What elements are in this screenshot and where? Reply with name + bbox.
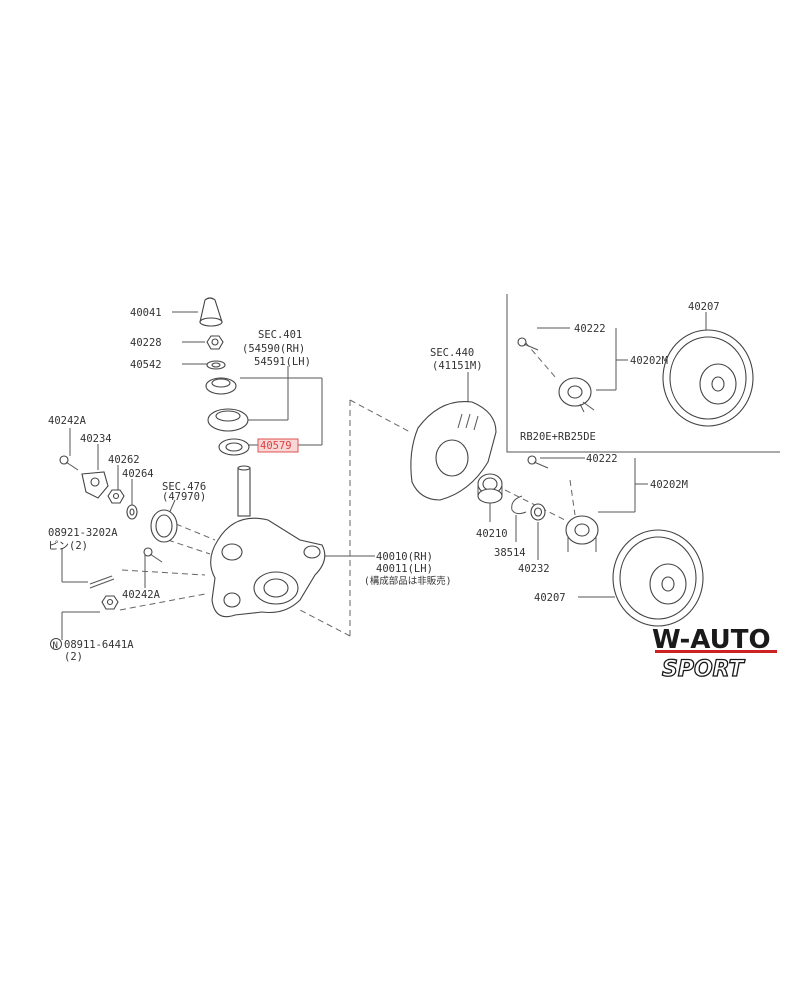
backing-plate-part [410, 400, 497, 501]
knuckle-part [210, 517, 326, 618]
seal-part [218, 438, 250, 456]
callout-40228[interactable]: 40228 [130, 337, 162, 349]
variant-frame [506, 294, 780, 453]
callout-40222[interactable]: 40222 [586, 453, 618, 465]
ball-joint-part [81, 471, 109, 499]
callout-40542[interactable]: 40542 [130, 359, 162, 371]
callout-40010[interactable]: 40010(RH) [376, 551, 433, 563]
callout-40242a-bottom[interactable]: 40242A [122, 589, 161, 601]
nut-08911-part [101, 595, 119, 610]
callout-08911[interactable]: 08911-6441A [64, 639, 134, 651]
callout-40234[interactable]: 40234 [80, 433, 112, 445]
dust-cap-part [199, 297, 223, 327]
callout-38514[interactable]: 38514 [494, 547, 526, 559]
variant-label: RB20E+RB25DE [520, 431, 596, 443]
spindle-part [237, 465, 251, 517]
logo-accent-bar [655, 650, 777, 653]
hub-part [565, 515, 599, 552]
logo-line-1: W-AUTO [652, 625, 771, 655]
callout-40041[interactable]: 40041 [130, 307, 162, 319]
hub-bearing-part [477, 473, 503, 504]
callout-labels: 40041 40228 40542 SEC.401 (54590(RH) 545… [48, 301, 720, 663]
bolt-40242a-lower-part [143, 547, 163, 563]
hub-bolt-part [527, 455, 549, 469]
nut-part [206, 335, 224, 350]
callout-40011[interactable]: 40011(LH) [376, 563, 433, 575]
sensor-ring-part [150, 509, 178, 543]
callout-40207[interactable]: 40207 [534, 592, 566, 604]
n-marker [50, 638, 62, 650]
highlight-box [257, 438, 299, 453]
nut-40262-part [107, 489, 125, 504]
callout-40210[interactable]: 40210 [476, 528, 508, 540]
callout-not-sold-note: (構成部品は非販売) [364, 575, 451, 587]
callout-54591[interactable]: 54591(LH) [254, 356, 311, 368]
callout-40232[interactable]: 40232 [518, 563, 550, 575]
outer-bearing-part [205, 377, 237, 395]
callout-40222-box[interactable]: 40222 [574, 323, 606, 335]
callout-40202m[interactable]: 40202M [650, 479, 688, 491]
hub-variant-part [558, 377, 595, 413]
logo-line-2: SPORT [662, 657, 746, 682]
callout-08921[interactable]: 08921-3202A [48, 527, 118, 539]
callout-qty-2: (2) [64, 651, 83, 663]
callout-40207-box[interactable]: 40207 [688, 301, 720, 313]
callout-pin-qty: ピン(2) [48, 540, 88, 552]
brake-rotor-part [612, 529, 704, 627]
callout-40242a-top[interactable]: 40242A [48, 415, 87, 427]
callout-40264[interactable]: 40264 [122, 468, 154, 480]
pin-part [89, 575, 115, 589]
seal-40232-part [530, 503, 546, 521]
callout-47970[interactable]: (47970) [162, 491, 206, 503]
callout-54590[interactable]: (54590(RH) [242, 343, 305, 355]
washer-part [206, 360, 226, 370]
callout-sec476[interactable]: SEC.476 [162, 481, 206, 493]
callout-40202m-box[interactable]: 40202M [630, 355, 668, 367]
hub-bolt-variant-part [517, 337, 539, 351]
callout-40262[interactable]: 40262 [108, 454, 140, 466]
n-marker-glyph: N [53, 641, 58, 651]
washer-40264-part [126, 504, 138, 520]
callout-41151m[interactable]: (41151M) [432, 360, 483, 372]
inner-bearing-part [207, 408, 249, 432]
brand-logo: W-AUTO SPORT [652, 625, 777, 683]
callout-sec440[interactable]: SEC.440 [430, 347, 474, 359]
callout-sec401[interactable]: SEC.401 [258, 329, 302, 341]
snap-ring-part [511, 495, 527, 515]
callout-40579[interactable]: 40579 [260, 440, 292, 452]
brake-rotor-variant-part [662, 329, 754, 427]
bolt-40242a-part [59, 455, 79, 471]
